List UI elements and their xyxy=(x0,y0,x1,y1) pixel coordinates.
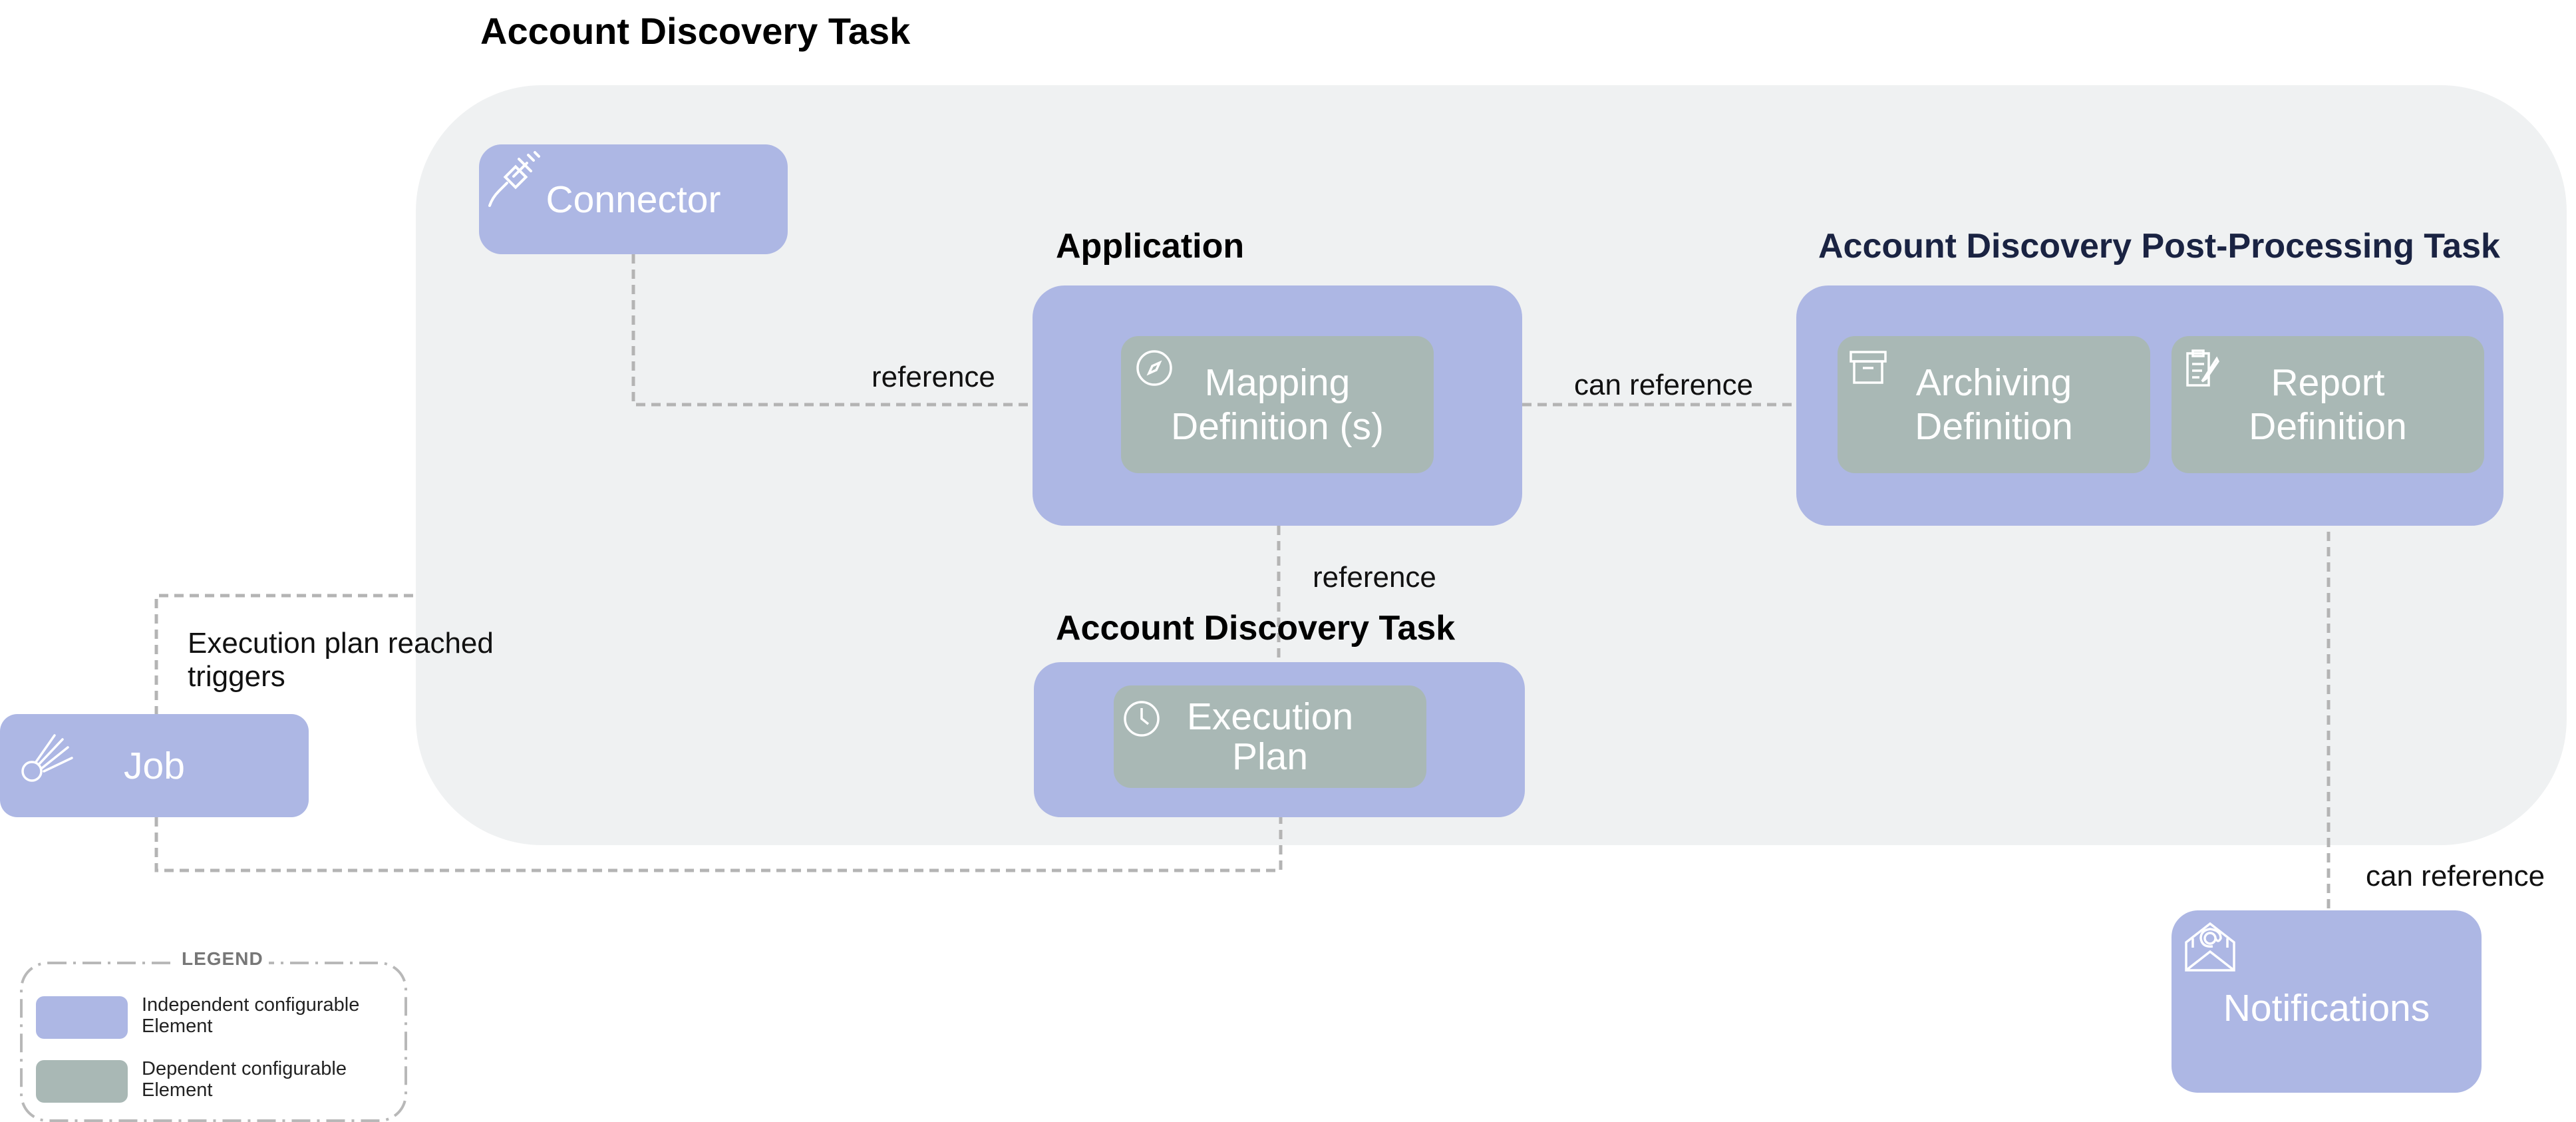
execution-plan-node[interactable]: Execution Plan xyxy=(1114,685,1426,788)
execution-plan-label: Execution Plan xyxy=(1186,695,1354,778)
can-reference-label-notifications: can reference xyxy=(2366,860,2545,892)
clipboard-edit-icon xyxy=(2186,349,2220,387)
report-definition-label: Report Definition xyxy=(2249,361,2407,448)
connector-node[interactable]: Connector xyxy=(479,144,788,254)
legend-independent-swatch xyxy=(36,996,128,1039)
email-at-icon xyxy=(2185,922,2235,972)
line-job-trigger xyxy=(154,594,416,715)
archiving-definition-label: Archiving Definition xyxy=(1915,361,2073,448)
notifications-node[interactable]: Notifications xyxy=(2172,910,2482,1093)
legend-independent-label: Independent configurable Element xyxy=(142,994,360,1037)
compass-icon xyxy=(1136,350,1172,386)
reference-label-connector: reference xyxy=(872,361,995,393)
plug-icon xyxy=(488,151,540,207)
comet-icon xyxy=(21,734,73,782)
reference-label-execution: reference xyxy=(1313,561,1436,594)
account-discovery-task-heading: Account Discovery Task xyxy=(1056,609,1456,648)
post-processing-heading: Account Discovery Post-Processing Task xyxy=(1818,227,2500,266)
job-node[interactable]: Job xyxy=(0,714,309,817)
diagram-title: Account Discovery Task xyxy=(480,10,911,52)
mapping-definition-node[interactable]: Mapping Definition (s) xyxy=(1121,336,1434,473)
clock-icon xyxy=(1124,701,1160,737)
legend-dependent-label: Dependent configurable Element xyxy=(142,1058,347,1101)
connector-label: Connector xyxy=(546,178,721,221)
report-definition-node[interactable]: Report Definition xyxy=(2172,336,2484,473)
notifications-label: Notifications xyxy=(2223,987,2430,1029)
can-reference-label-postprocessing: can reference xyxy=(1574,369,1754,401)
archive-box-icon xyxy=(1850,351,1887,384)
application-heading: Application xyxy=(1056,227,1245,266)
mapping-definition-label: Mapping Definition (s) xyxy=(1171,361,1384,448)
line-job-execution xyxy=(154,817,1283,872)
job-label: Job xyxy=(124,744,185,787)
legend-title: LEGEND xyxy=(176,948,269,970)
line-connector-application xyxy=(631,254,1033,407)
legend-dependent-swatch xyxy=(36,1060,128,1103)
archiving-definition-node[interactable]: Archiving Definition xyxy=(1838,336,2150,473)
trigger-label: Execution plan reached triggers xyxy=(188,627,494,693)
